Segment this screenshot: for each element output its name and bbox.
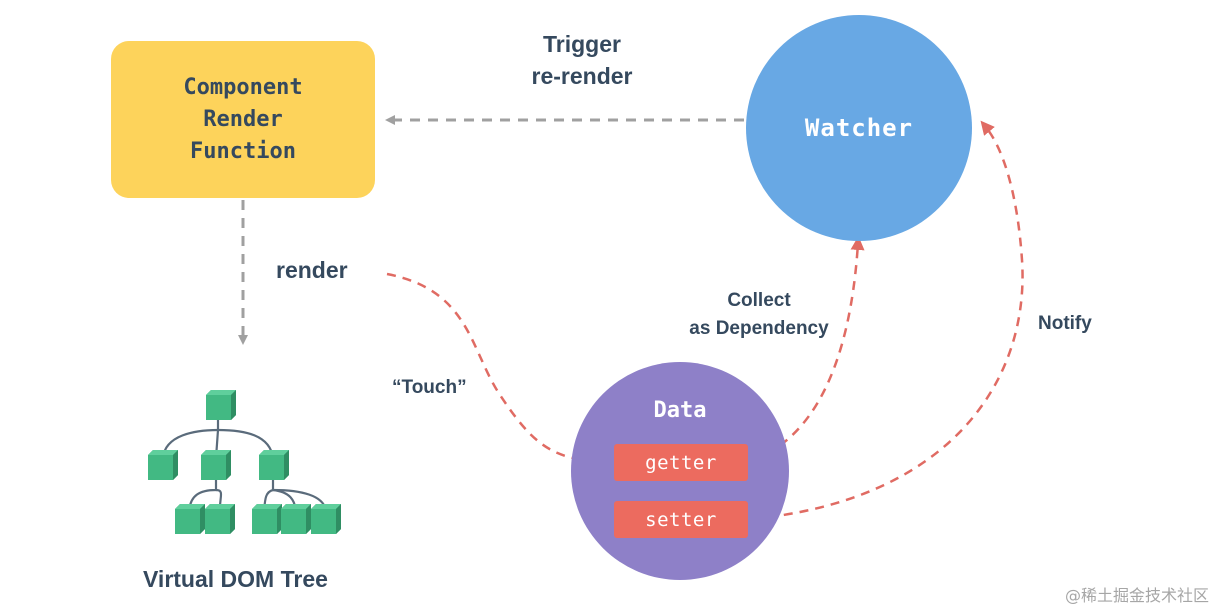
watcher-label: Watcher [804,114,914,142]
component-label-line1: Component [183,74,303,100]
notify-arrow [751,120,1024,521]
touch-arrow [386,272,607,468]
virtual-dom-tree-icon [148,390,341,534]
collect-dependency-label: Collect as Dependency [672,287,846,343]
watcher-node: Watcher [746,15,972,241]
trigger-label-line1: Trigger [543,31,621,57]
collect-label-line2: as Dependency [689,318,829,339]
data-node: Data getter setter [571,362,789,580]
getter-pill: getter [614,444,748,481]
data-label: Data [653,398,707,423]
component-label-line2: Render [203,106,283,132]
render-label: render [276,257,348,283]
virtual-dom-tree-label: Virtual DOM Tree [143,566,328,592]
notify-label: Notify [1038,313,1092,334]
collect-label-line1: Collect [727,290,791,311]
component-render-function-node: Component Render Function [111,41,375,198]
component-label-line3: Function [190,138,296,164]
setter-pill: setter [614,501,748,538]
watermark: @稀土掘金技术社区 [1064,586,1209,605]
trigger-label-line2: re-render [531,63,633,89]
trigger-rerender-label: Trigger re-render [512,28,652,92]
touch-label: “Touch” [392,377,467,398]
